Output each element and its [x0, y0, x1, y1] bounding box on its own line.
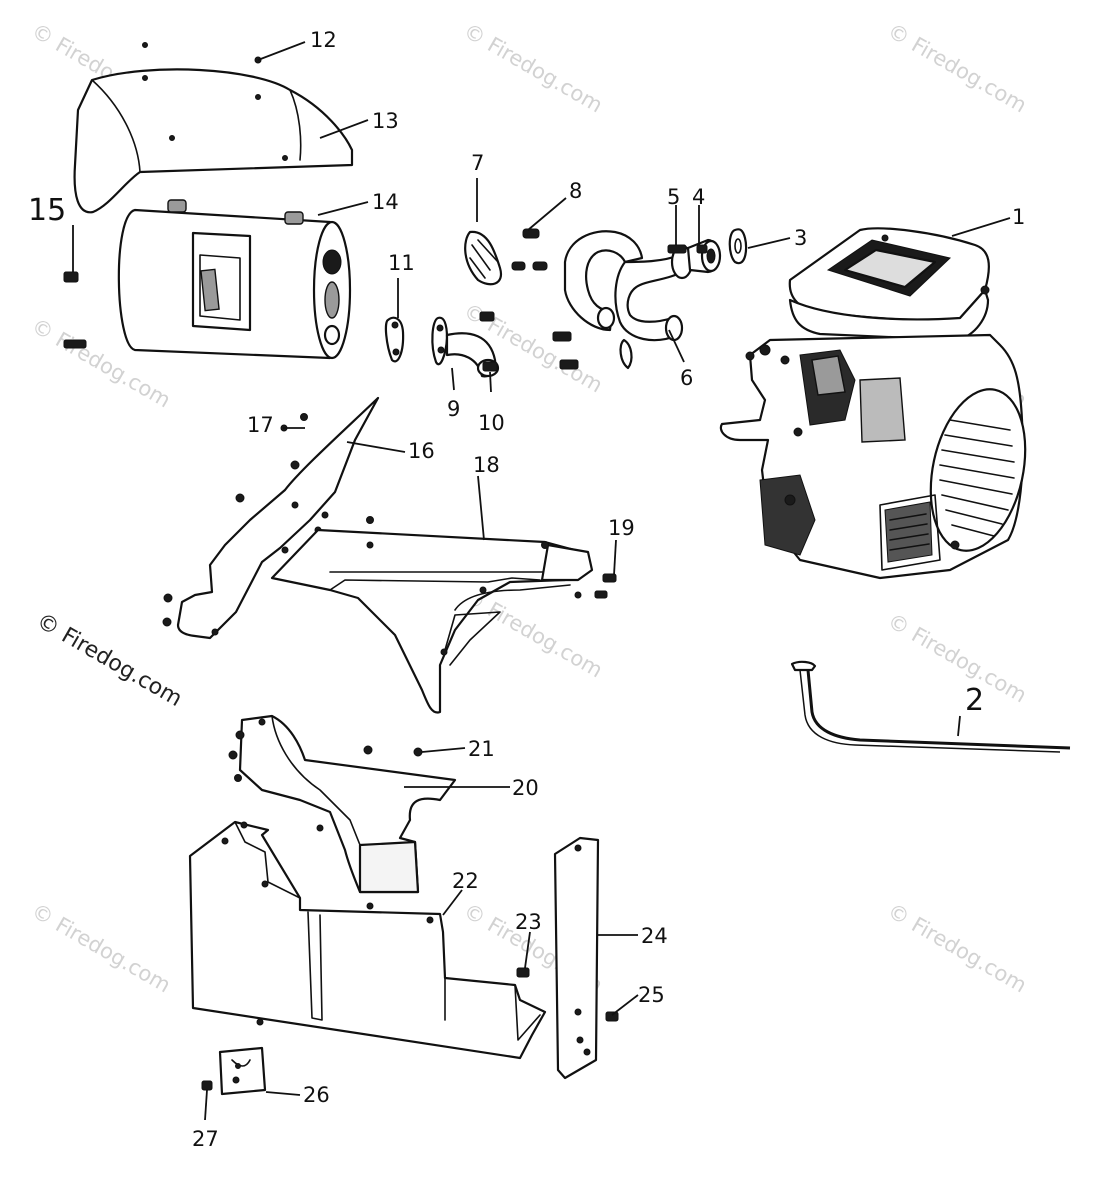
callout-27: 27 [192, 1127, 219, 1151]
callout-18: 18 [473, 453, 500, 477]
part-25-fastener[interactable] [605, 1011, 619, 1022]
part-2-dipstick[interactable] [790, 660, 1071, 753]
part-11-gasket[interactable] [384, 316, 405, 363]
callout-3: 3 [794, 226, 807, 250]
callout-22: 22 [452, 869, 479, 893]
part-3-gasket[interactable] [728, 228, 748, 265]
part-26-bracket[interactable] [218, 1046, 267, 1096]
part-15-bolts[interactable] [63, 225, 87, 349]
engine-flywheel-grille [939, 419, 1015, 537]
part-19-fastener[interactable] [594, 573, 617, 599]
part-1-engine[interactable] [719, 227, 1039, 580]
callout-14: 14 [372, 190, 399, 214]
part-22-lower-shroud[interactable] [188, 820, 547, 1060]
callout-17: 17 [247, 413, 274, 437]
callout-16: 16 [408, 439, 435, 463]
callout-21: 21 [468, 737, 495, 761]
part-14-muffler[interactable] [117, 199, 352, 360]
callout-6: 6 [680, 366, 693, 390]
part-27-fastener[interactable] [201, 1080, 213, 1091]
part-23-fastener[interactable] [516, 967, 530, 978]
part-13-heat-shield[interactable] [73, 42, 354, 214]
callout-9: 9 [447, 397, 460, 421]
leader-lines [204, 41, 1011, 1121]
callout-8: 8 [569, 179, 582, 203]
callout-19: 19 [608, 516, 635, 540]
part-8-fastener[interactable] [511, 228, 548, 271]
callout-7: 7 [471, 151, 484, 175]
callout-25: 25 [638, 983, 665, 1007]
part-7-spark-arrestor[interactable] [464, 230, 503, 286]
part-20-upper-shroud[interactable] [228, 714, 457, 894]
callout-12: 12 [310, 28, 337, 52]
watermark-text: © Firedog.com [460, 19, 607, 118]
callout-4: 4 [692, 185, 705, 209]
callout-11: 11 [388, 251, 415, 275]
watermark-text: © Firedog.com [884, 899, 1031, 998]
callout-10: 10 [478, 411, 505, 435]
part-4-5-bolts[interactable] [667, 244, 708, 254]
callout-24: 24 [641, 924, 668, 948]
callout-26: 26 [303, 1083, 330, 1107]
watermark-text: © Firedog.com [884, 609, 1031, 708]
callout-20: 20 [512, 776, 539, 800]
callout-15: 15 [28, 193, 66, 228]
callout-23: 23 [515, 910, 542, 934]
part-6-exhaust-manifold[interactable] [552, 230, 722, 370]
callout-2: 2 [965, 683, 984, 718]
callout-13: 13 [372, 109, 399, 133]
part-10-bolts[interactable] [479, 311, 498, 372]
watermark-text: © Firedog.com [28, 899, 175, 998]
watermark-text: © Firedog.com [884, 19, 1031, 118]
part-16-left-bracket[interactable] [162, 396, 380, 640]
callout-labels: 1 2 3 4 5 6 7 8 9 10 11 12 13 14 15 16 1… [28, 28, 1025, 1151]
part-18-tray[interactable] [270, 516, 594, 714]
part-24-side-panel[interactable] [553, 836, 600, 1080]
callout-1: 1 [1012, 205, 1025, 229]
callout-5: 5 [667, 185, 680, 209]
